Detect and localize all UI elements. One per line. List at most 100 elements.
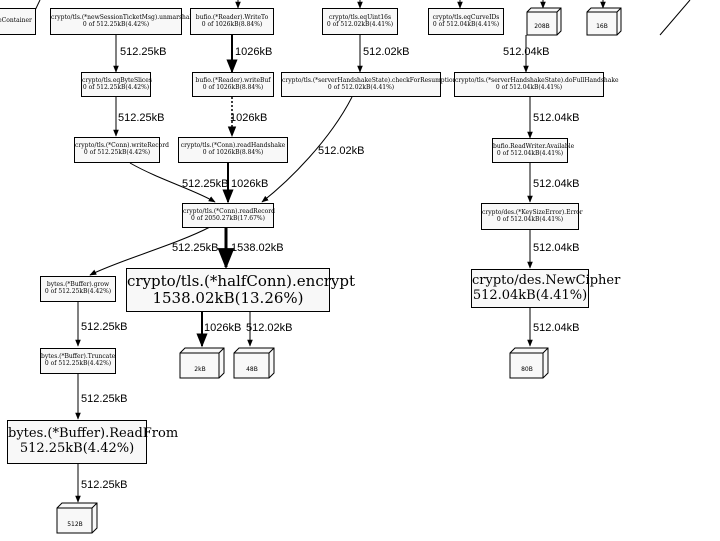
node-bytes-buffer-readfrom-value: 512.25kB(4.42%) xyxy=(19,441,135,456)
node-bytes-buffer-grow[interactable]: bytes.(*Buffer).grow 0 of 512.25kB(4.42%… xyxy=(40,276,116,302)
node-eq-uint16s-value: 0 of 512.02kB(4.41%) xyxy=(326,20,394,28)
edge-label-writebuf: 1026kB xyxy=(230,112,268,124)
node-write-record-name: crypto/tls.(*Conn).writeRecord xyxy=(75,142,169,150)
node-half-conn-encrypt-value: 1538.02kB(13.26%) xyxy=(152,289,304,307)
alloc-box-48b-label: 48B xyxy=(246,366,258,373)
node-bufio-reader-writeto[interactable]: bufio.(*Reader).WriteTo 0 of 1026kB(8.84… xyxy=(190,8,274,35)
node-read-handshake-value: 0 of 1026kB(8.84%) xyxy=(202,149,264,156)
node-half-conn-encrypt[interactable]: crypto/tls.(*halfConn).encrypt 1538.02kB… xyxy=(126,268,356,312)
edge-label-keysizeerror-top: 512.04kB xyxy=(533,178,580,190)
node-des-new-cipher-value: 512.04kB(4.41%) xyxy=(472,287,588,303)
alloc-box-80b[interactable]: 80B xyxy=(509,347,549,379)
alloc-box-2kb[interactable]: 2kB xyxy=(179,347,225,379)
node-container[interactable]: eContainer xyxy=(0,8,36,35)
node-bytes-buffer-readfrom-name: bytes.(*Buffer).ReadFrom xyxy=(8,426,179,442)
alloc-box-48b[interactable]: 48B xyxy=(233,347,275,379)
node-new-session-ticket-unmarshal-name: crypto/tls.(*newSessionTicketMsg).unmars… xyxy=(51,13,192,21)
node-new-session-ticket-unmarshal[interactable]: crypto/tls.(*newSessionTicketMsg).unmars… xyxy=(50,8,192,35)
node-do-full-handshake-value: 0 of 512.04kB(4.41%) xyxy=(495,83,563,91)
alloc-box-16b-shape xyxy=(586,7,622,36)
node-key-size-error[interactable]: crypto/des.(*KeySizeError).Error 0 of 51… xyxy=(481,203,583,230)
node-eq-byte-slices[interactable]: crypto/tls.eqByteSlices 0 of 512.25kB(4.… xyxy=(81,72,152,97)
node-do-full-handshake[interactable]: crypto/tls.(*serverHandshakeState).doFul… xyxy=(454,72,619,97)
edge-label-curveids: 512.04kB xyxy=(503,46,550,58)
node-bytes-buffer-grow-name: bytes.(*Buffer).grow xyxy=(46,281,110,289)
node-readwriter-available[interactable]: bufio.ReadWriter.Available 0 of 512.04kB… xyxy=(492,138,575,163)
alloc-box-48b-shape xyxy=(233,347,275,379)
node-bytes-buffer-truncate[interactable]: bytes.(*Buffer).Truncate 0 of 512.25kB(4… xyxy=(40,348,116,374)
edge-label-readrecord-grow: 512.25kB xyxy=(172,242,219,254)
alloc-box-208b-label: 208B xyxy=(534,23,550,30)
alloc-box-512b-label: 512B xyxy=(67,521,83,528)
node-bytes-buffer-grow-value: 0 of 512.25kB(4.42%) xyxy=(44,288,112,295)
node-read-handshake[interactable]: crypto/tls.(*Conn).readHandshake 0 of 10… xyxy=(178,137,288,163)
edge-writerecord-readrecord xyxy=(129,162,216,203)
node-read-record-name: crypto/tls.(*Conn).readRecord xyxy=(183,207,275,215)
edge-label-readhandshake: 1026kB xyxy=(231,178,269,190)
edge-label-encrypt-2kb: 1026kB xyxy=(204,322,242,334)
node-bytes-buffer-readfrom[interactable]: bytes.(*Buffer).ReadFrom 512.25kB(4.42%) xyxy=(7,420,179,464)
edge-stub-right xyxy=(659,0,691,36)
alloc-box-512b[interactable]: 512B xyxy=(56,502,98,534)
node-new-session-ticket-unmarshal-value: 0 of 512.25kB(4.42%) xyxy=(82,20,150,28)
node-readwriter-available-value: 0 of 512.04kB(4.41%) xyxy=(496,149,564,157)
node-des-new-cipher-name: crypto/des.NewCipher xyxy=(472,272,621,288)
edge-label-dofullhandshake: 512.04kB xyxy=(533,112,580,124)
alloc-box-16b[interactable]: 16B xyxy=(586,7,622,36)
node-read-handshake-name: crypto/tls.(*Conn).readHandshake xyxy=(180,142,286,150)
node-write-record[interactable]: crypto/tls.(*Conn).writeRecord 0 of 512.… xyxy=(74,137,169,163)
node-bytes-buffer-truncate-name: bytes.(*Buffer).Truncate xyxy=(41,353,116,361)
edge-label-eqbyteslices: 512.25kB xyxy=(118,112,165,124)
node-eq-byte-slices-value: 0 of 512.25kB(4.42%) xyxy=(82,83,150,91)
edge-label-truncate: 512.25kB xyxy=(81,393,128,405)
alloc-box-512b-shape xyxy=(56,502,98,534)
alloc-box-2kb-label: 2kB xyxy=(194,366,206,373)
node-readwriter-available-name: bufio.ReadWriter.Available xyxy=(493,142,575,150)
node-check-for-resumption[interactable]: crypto/tls.(*serverHandshakeState).check… xyxy=(281,72,457,97)
node-bufio-reader-writeto-name: bufio.(*Reader).WriteTo xyxy=(195,13,269,21)
node-bufio-reader-writebuf-value: 0 of 1026kB(8.84%) xyxy=(202,83,264,91)
edge-label-encrypt-48b: 512.02kB xyxy=(246,322,293,334)
node-bytes-buffer-truncate-value: 0 of 512.25kB(4.42%) xyxy=(44,360,112,367)
alloc-box-16b-label: 16B xyxy=(596,23,608,30)
node-do-full-handshake-name: crypto/tls.(*serverHandshakeState).doFul… xyxy=(455,76,619,84)
node-half-conn-encrypt-name: crypto/tls.(*halfConn).encrypt xyxy=(127,271,356,290)
edge-label-grow: 512.25kB xyxy=(81,321,128,333)
node-key-size-error-value: 0 of 512.04kB(4.41%) xyxy=(496,215,564,223)
node-write-record-value: 0 of 512.25kB(4.42%) xyxy=(83,149,151,156)
edge-label-writeto: 1026kB xyxy=(235,46,273,58)
edge-label-checkresumption: 512.02kB xyxy=(318,145,365,157)
alloc-box-2kb-shape xyxy=(179,347,225,379)
node-container-name: eContainer xyxy=(0,17,32,25)
node-check-for-resumption-name: crypto/tls.(*serverHandshakeState).check… xyxy=(282,76,457,84)
edge-label-writerecord: 512.25kB xyxy=(182,178,229,190)
edge-label-readrecord-encrypt: 1538.02kB xyxy=(231,242,284,254)
edge-label-newcipher: 512.04kB xyxy=(533,322,580,334)
node-eq-byte-slices-name: crypto/tls.eqByteSlices xyxy=(82,76,152,84)
edge-readrecord-grow xyxy=(89,226,211,276)
node-des-new-cipher[interactable]: crypto/des.NewCipher 512.04kB(4.41%) xyxy=(471,269,621,308)
node-key-size-error-name: crypto/des.(*KeySizeError).Error xyxy=(482,208,583,216)
alloc-box-208b[interactable]: 208B xyxy=(526,7,562,36)
edge-label-newsession: 512.25kB xyxy=(120,46,167,58)
node-read-record[interactable]: crypto/tls.(*Conn).readRecord 0 of 2050.… xyxy=(182,203,275,228)
node-eq-uint16s[interactable]: crypto/tls.eqUint16s 0 of 512.02kB(4.41%… xyxy=(322,8,398,35)
node-eq-curve-ids-name: crypto/tls.eqCurveIDs xyxy=(432,13,500,21)
node-eq-curve-ids[interactable]: crypto/tls.eqCurveIDs 0 of 512.04kB(4.41… xyxy=(428,8,504,35)
alloc-box-80b-label: 80B xyxy=(521,366,533,373)
node-eq-curve-ids-value: 0 of 512.04kB(4.41%) xyxy=(432,20,500,28)
node-check-for-resumption-value: 0 of 512.02kB(4.41%) xyxy=(327,83,395,91)
node-bufio-reader-writeto-value: 0 of 1026kB(8.84%) xyxy=(201,20,263,28)
alloc-box-80b-shape xyxy=(509,347,549,379)
edge-checkresumption-readrecord xyxy=(261,96,353,203)
node-bufio-reader-writebuf[interactable]: bufio.(*Reader).writeBuf 0 of 1026kB(8.8… xyxy=(192,72,274,97)
node-bufio-reader-writebuf-name: bufio.(*Reader).writeBuf xyxy=(195,76,271,84)
edge-label-keysizeerror: 512.04kB xyxy=(533,242,580,254)
node-eq-uint16s-name: crypto/tls.eqUint16s xyxy=(328,13,392,21)
edge-label-readfrom: 512.25kB xyxy=(81,479,128,491)
node-read-record-value: 0 of 2050.27kB(17.67%) xyxy=(191,214,265,222)
edge-label-uint16s: 512.02kB xyxy=(363,46,410,58)
alloc-box-208b-shape xyxy=(526,7,562,36)
